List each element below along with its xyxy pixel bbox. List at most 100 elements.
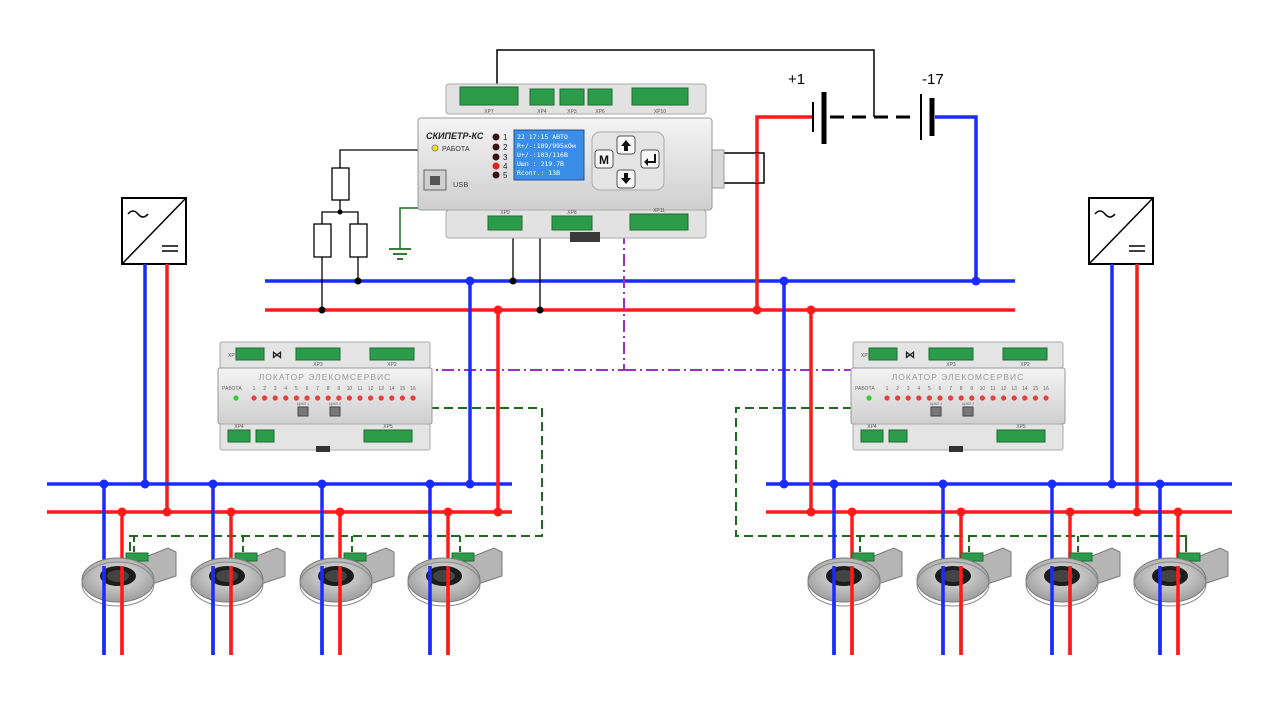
connector-label: XP2 [387, 362, 397, 368]
usb-label: USB [453, 180, 468, 189]
connector-label: XP4 [537, 109, 547, 115]
connector-label: XP4 [867, 424, 877, 430]
connector-xp2 [1002, 347, 1048, 361]
cycle-button-label: ЦИКЛ 1 [930, 402, 942, 406]
channel-number: 11 [357, 386, 362, 392]
channel-led [884, 395, 890, 401]
main-dc-bus [265, 279, 1015, 312]
connector-xp11 [629, 213, 689, 231]
connector-xp2 [369, 347, 415, 361]
resistor-top [331, 167, 350, 201]
enter-icon [644, 154, 656, 166]
channel-led [357, 395, 363, 401]
arrow-down-icon [621, 173, 631, 184]
led-number: 5 [503, 171, 508, 180]
channel-led [315, 395, 321, 401]
resistor-network [313, 149, 435, 314]
cycle-button-label: ЦИКЛ 1 [297, 402, 309, 406]
channel-leds: 1 2 3 4 5 [492, 133, 508, 180]
locator-link-line [430, 232, 625, 371]
connector-label: XP3 [946, 362, 956, 368]
connector-label: XP5 [1016, 424, 1026, 430]
channel-number: 10 [980, 386, 986, 392]
ac-dc-converter-icon [121, 197, 187, 265]
enter-button[interactable] [640, 149, 660, 169]
connector-xp5 [363, 429, 413, 443]
channel-number: 6 [306, 386, 309, 392]
current-transformer-icon [81, 479, 177, 655]
cycle-button[interactable] [930, 406, 942, 417]
cycle-button[interactable] [962, 406, 974, 417]
channel-led [251, 395, 257, 401]
channel-number: 3 [274, 386, 277, 392]
current-transformer-icon [1133, 479, 1229, 655]
channel-number: 7 [316, 386, 319, 392]
connector-label: XP1 [861, 353, 871, 359]
controller-brand: СКИПЕТР-КС [426, 131, 484, 141]
current-sensors [81, 479, 1229, 655]
left-feeder-group [47, 197, 543, 552]
resistor-left [313, 223, 332, 258]
channel-number: 6 [939, 386, 942, 392]
channel-led [262, 395, 268, 401]
current-transformer-icon [1025, 479, 1121, 655]
channel-number: 13 [378, 386, 384, 392]
lcd-line: U+/-:103/116В [517, 151, 568, 159]
channel-number: 1 [253, 386, 256, 392]
connector-xp8 [551, 215, 593, 231]
channel-led [1043, 395, 1049, 401]
connector-label: XP4 [234, 424, 244, 430]
connector-xp10 [631, 87, 689, 106]
channel-number: 9 [337, 386, 340, 392]
channel-number: 8 [327, 386, 330, 392]
connector-xp4 [227, 429, 251, 443]
skipetr-controller: XP7 XP4 XP3 XP6 XP10 СКИПЕТР-КС РАБОТА U… [417, 83, 725, 242]
connector-label: XP3 [313, 362, 323, 368]
channel-led [368, 395, 374, 401]
locator-status-led [233, 395, 239, 401]
channel-led [926, 395, 933, 401]
channel-led [346, 395, 352, 401]
current-transformer-icon [407, 479, 503, 655]
status-led [431, 144, 439, 152]
controller-bus-taps [509, 230, 544, 314]
connector-xp5 [996, 429, 1046, 443]
menu-button[interactable] [594, 149, 614, 169]
channel-number: 5 [928, 386, 931, 392]
channel-led [990, 395, 996, 401]
locator-title: ЛОКАТОР ЭЛЕКОМСЕРВИС [259, 372, 392, 382]
lcd-line: Rсопт.: 13В [517, 169, 560, 177]
channel-led [1022, 395, 1028, 401]
connector-xp3 [295, 347, 341, 361]
channel-led [969, 395, 975, 401]
connector-label: XP3 [567, 109, 577, 115]
cycle-button[interactable] [297, 406, 309, 417]
channel-led [958, 395, 964, 401]
channel-led [304, 395, 310, 401]
led-number: 2 [503, 143, 508, 152]
channel-number: 10 [347, 386, 353, 392]
connector-label: XP8 [567, 210, 577, 216]
current-transformer-icon [807, 479, 903, 655]
connector-label: XP7 [484, 109, 494, 115]
connector-xp9 [487, 215, 523, 231]
channel-led [293, 395, 299, 401]
channel-led [389, 395, 395, 401]
battery-plus-label: +1 [788, 71, 805, 88]
menu-button-label: M [599, 153, 609, 167]
locator-status-led [866, 395, 872, 401]
connector-label: XP11 [653, 208, 665, 214]
cycle-button[interactable] [329, 406, 341, 417]
channel-led [916, 395, 922, 401]
channel-number: 8 [960, 386, 963, 392]
channel-led [905, 395, 911, 401]
channel-led [948, 395, 954, 401]
channel-led [283, 395, 289, 401]
channel-number: 5 [295, 386, 298, 392]
channel-number: 14 [389, 386, 395, 392]
channel-led [399, 395, 405, 401]
current-transformer-icon [299, 479, 395, 655]
channel-number: 2 [263, 386, 266, 392]
cycle-button-label: ЦИКЛ 2 [329, 402, 341, 406]
